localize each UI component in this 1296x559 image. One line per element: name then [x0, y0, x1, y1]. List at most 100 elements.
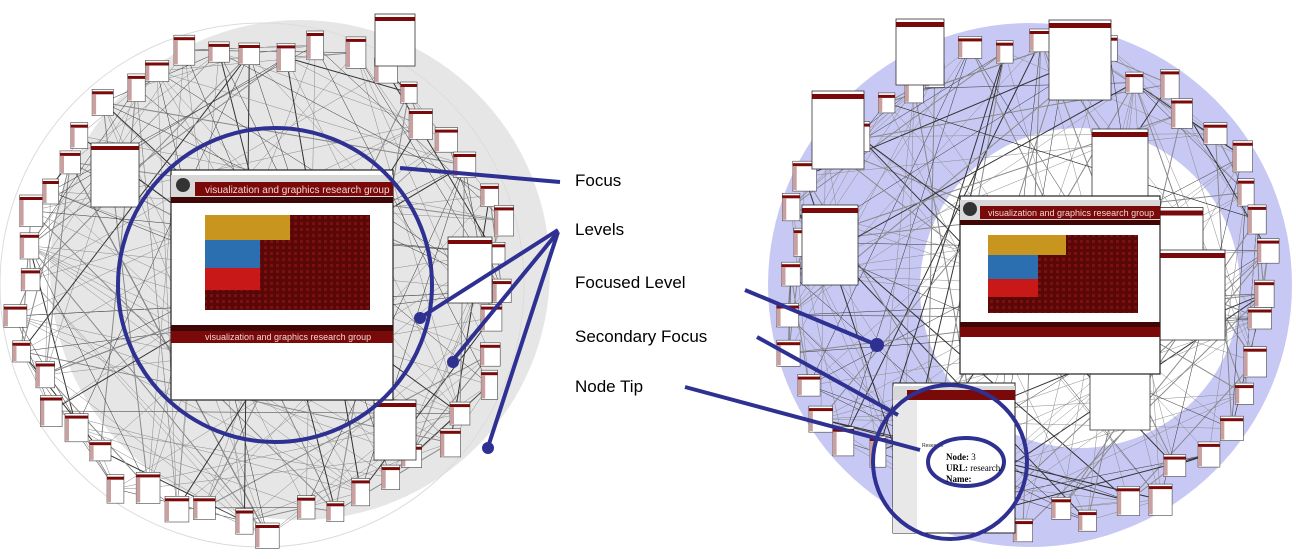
- left-page-thumbnail[interactable]: [89, 439, 112, 462]
- right-page-thumbnail[interactable]: [1148, 483, 1173, 516]
- left-page-thumbnail[interactable]: [19, 232, 40, 260]
- left-edge: [30, 279, 245, 522]
- left-page-thumbnail[interactable]: [91, 89, 114, 116]
- right-page-thumbnail[interactable]: [1247, 307, 1272, 330]
- left-page-thumbnail[interactable]: [493, 205, 514, 237]
- right-page-thumbnail[interactable]: [1171, 98, 1193, 129]
- left-page-thumbnail[interactable]: [434, 127, 459, 153]
- right-page-thumbnail[interactable]: [1197, 441, 1221, 468]
- left-page-thumbnail[interactable]: [326, 500, 345, 522]
- left-page-thumbnail[interactable]: [306, 30, 324, 61]
- left-page-thumbnail[interactable]: [145, 60, 170, 82]
- left-level-page[interactable]: [447, 236, 493, 304]
- right-page-thumbnail[interactable]: [1243, 346, 1267, 378]
- right-page-thumbnail[interactable]: [792, 160, 817, 192]
- left-level-page[interactable]: [90, 142, 140, 208]
- node-tip-box: Node: 3 URL: research/ Name:: [946, 452, 1003, 484]
- left-page-thumbnail[interactable]: [400, 81, 418, 104]
- left-focus-page[interactable]: visualization and graphics research grou…: [170, 169, 394, 401]
- left-page-thumbnail[interactable]: [453, 151, 477, 178]
- left-page-thumbnail[interactable]: [351, 478, 371, 507]
- left-edge: [20, 162, 71, 352]
- left-page-thumbnail[interactable]: [64, 413, 89, 443]
- left-edge: [136, 87, 178, 510]
- right-page-thumbnail[interactable]: [781, 193, 801, 222]
- right-page-thumbnail[interactable]: [1203, 122, 1228, 145]
- right-page-thumbnail[interactable]: [1257, 238, 1280, 264]
- left-page-thumbnail[interactable]: [235, 508, 254, 535]
- svg-text:URL: research/: URL: research/: [946, 463, 1003, 473]
- right-page-thumbnail[interactable]: [1012, 518, 1034, 543]
- left-page-thumbnail[interactable]: [35, 361, 56, 389]
- left-page-thumbnail[interactable]: [3, 304, 28, 328]
- right-page-thumbnail[interactable]: [1247, 204, 1267, 235]
- right-level-page[interactable]: [1154, 249, 1226, 341]
- left-page-thumbnail[interactable]: [480, 369, 498, 400]
- right-page-thumbnail[interactable]: [781, 261, 801, 287]
- left-page-thumbnail[interactable]: [238, 42, 261, 66]
- left-edge: [29, 245, 149, 489]
- left-edge: [29, 245, 268, 537]
- left-page-thumbnail[interactable]: [480, 304, 503, 332]
- left-page-thumbnail[interactable]: [70, 122, 89, 149]
- left-page-thumbnail[interactable]: [42, 178, 59, 205]
- right-page-thumbnail[interactable]: [1029, 28, 1053, 53]
- left-page-thumbnail[interactable]: [480, 183, 499, 207]
- right-page-thumbnail[interactable]: [797, 374, 821, 397]
- left-page-thumbnail[interactable]: [276, 43, 296, 73]
- right-page-thumbnail[interactable]: [1051, 496, 1072, 520]
- right-edge: [842, 40, 1042, 442]
- left-edge: [76, 427, 307, 508]
- right-level-page[interactable]: [1091, 128, 1149, 202]
- left-page-thumbnail[interactable]: [208, 41, 230, 63]
- right-focus-page[interactable]: visualization and graphics research grou…: [959, 195, 1161, 375]
- left-level-page[interactable]: [374, 13, 416, 67]
- right-page-thumbnail[interactable]: [1125, 71, 1144, 94]
- right-page-thumbnail[interactable]: [1220, 415, 1244, 441]
- left-page-thumbnail[interactable]: [439, 428, 461, 458]
- left-page-thumbnail[interactable]: [193, 495, 216, 520]
- right-level-page[interactable]: [895, 18, 945, 86]
- left-page-thumbnail[interactable]: [345, 36, 367, 69]
- left-peripheral-nodes: [3, 13, 514, 549]
- right-page-thumbnail[interactable]: [1163, 454, 1187, 477]
- left-page-thumbnail[interactable]: [20, 268, 41, 292]
- right-page-thumbnail[interactable]: [1237, 178, 1255, 207]
- right-page-thumbnail[interactable]: [995, 40, 1014, 64]
- levels-dot-3: [482, 442, 494, 454]
- right-page-thumbnail[interactable]: [1234, 382, 1254, 405]
- right-page-thumbnail[interactable]: [1078, 509, 1097, 532]
- left-page-thumbnail[interactable]: [381, 464, 401, 490]
- right-page-thumbnail[interactable]: [1232, 140, 1253, 173]
- left-page-thumbnail[interactable]: [59, 150, 81, 175]
- right-page-thumbnail[interactable]: [1254, 279, 1275, 308]
- right-page-thumbnail[interactable]: [1116, 485, 1140, 516]
- left-page-thumbnail[interactable]: [164, 495, 190, 523]
- node-tip-pointer: [684, 385, 921, 452]
- left-page-thumbnail[interactable]: [255, 522, 280, 549]
- left-page-thumbnail[interactable]: [408, 108, 433, 140]
- left-page-thumbnail[interactable]: [127, 73, 146, 102]
- right-level-page[interactable]: [801, 204, 859, 286]
- right-level-page[interactable]: [811, 90, 865, 170]
- left-page-thumbnail[interactable]: [39, 395, 63, 427]
- left-edge: [244, 506, 307, 522]
- left-edge: [102, 101, 465, 166]
- left-edge: [44, 374, 149, 489]
- right-page-thumbnail[interactable]: [877, 92, 896, 114]
- right-level-page[interactable]: [1048, 19, 1112, 101]
- left-level-page[interactable]: [373, 399, 417, 461]
- left-page-thumbnail[interactable]: [106, 474, 125, 504]
- left-focus-footer-banner: visualization and graphics research grou…: [205, 332, 371, 342]
- left-edge: [15, 315, 361, 493]
- left-page-thumbnail[interactable]: [135, 472, 161, 504]
- left-page-thumbnail[interactable]: [173, 34, 196, 66]
- right-page-thumbnail[interactable]: [1160, 69, 1180, 100]
- left-page-thumbnail[interactable]: [12, 340, 31, 363]
- right-page-thumbnail[interactable]: [957, 36, 983, 59]
- left-page-thumbnail[interactable]: [19, 194, 44, 227]
- left-page-thumbnail[interactable]: [479, 342, 501, 367]
- left-page-thumbnail[interactable]: [296, 495, 316, 520]
- left-page-thumbnail[interactable]: [449, 401, 471, 426]
